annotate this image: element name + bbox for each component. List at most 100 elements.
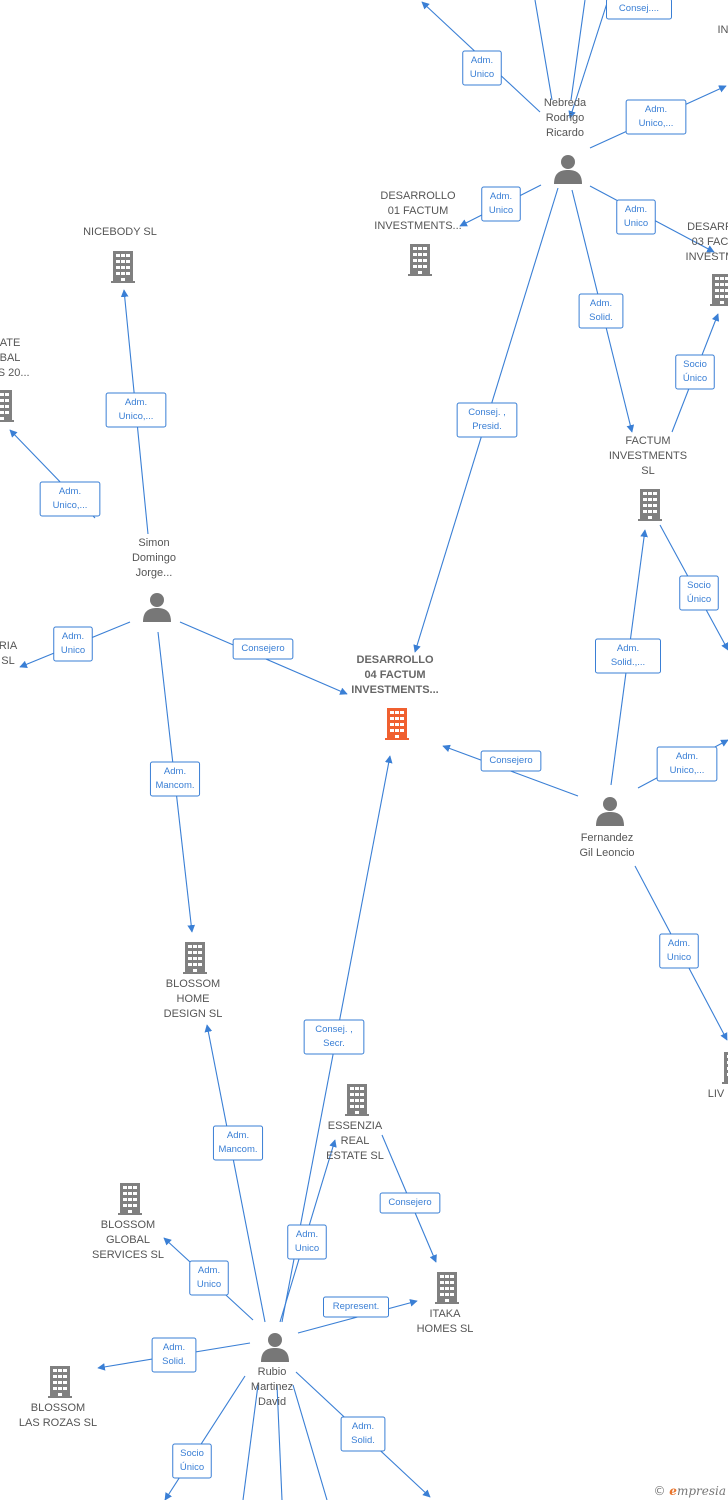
node-label[interactable]: LAS ROZAS SL (19, 1417, 97, 1429)
node-label[interactable]: ES 20... (0, 367, 30, 379)
relation-label-box[interactable] (616, 199, 656, 235)
person-icon[interactable] (554, 155, 582, 184)
relation-label-box[interactable] (578, 293, 624, 329)
relation-label[interactable]: Consejero (379, 1192, 441, 1214)
node-label[interactable]: HOME (177, 993, 210, 1005)
node-label[interactable]: Rubio (258, 1366, 287, 1378)
node-label[interactable]: ESTATE SL (326, 1150, 384, 1162)
relation-label-box[interactable] (659, 933, 699, 969)
relation-label-box[interactable] (480, 750, 542, 772)
node-label[interactable]: David (258, 1396, 286, 1408)
node-label[interactable]: BAL (0, 352, 20, 364)
node-label[interactable]: DESARROLLO (357, 654, 434, 666)
node-label[interactable]: Domingo (132, 552, 176, 564)
relation-label[interactable]: Consejero (480, 750, 542, 772)
node-label[interactable]: INVESTMENTS (609, 450, 687, 462)
building-icon[interactable] (710, 274, 728, 306)
node-label[interactable]: DESIGN SL (164, 1008, 223, 1020)
relation-label-box[interactable] (595, 638, 661, 674)
relation-label-box[interactable] (606, 0, 672, 20)
relation-label[interactable]: Adm.Unico,... (105, 392, 167, 428)
relation-label[interactable]: Adm.Unico (481, 186, 521, 222)
building-icon[interactable] (118, 1183, 142, 1215)
node-label[interactable]: 01 FACTUM (388, 205, 449, 217)
relation-label-box[interactable] (340, 1416, 386, 1452)
relation-label[interactable]: Adm.Unico (462, 50, 502, 86)
relation-label[interactable]: Consejero (232, 638, 294, 660)
relation-label-box[interactable] (212, 1125, 264, 1161)
relation-label-box[interactable] (151, 1337, 197, 1373)
relation-label-box[interactable] (105, 392, 167, 428)
node-label[interactable]: HOMES SL (417, 1323, 474, 1335)
relation-label-box[interactable] (303, 1019, 365, 1055)
relation-label[interactable]: Adm.Unico,... (625, 99, 687, 135)
relation-label-box[interactable] (481, 186, 521, 222)
node-label[interactable]: ESSENZIA (328, 1120, 383, 1132)
company-node[interactable]: ATEBALES 20... (0, 337, 30, 422)
relation-label-box[interactable] (456, 402, 518, 438)
relation-label-box[interactable] (189, 1260, 229, 1296)
node-label[interactable]: 03 FAC (692, 236, 728, 248)
relation-label-box[interactable] (232, 638, 294, 660)
node-label[interactable]: BLOSSOM (31, 1402, 85, 1414)
node-label[interactable]: INVESTM (686, 251, 728, 263)
relation-label[interactable]: Adm.Unico (287, 1224, 327, 1260)
relation-label-box[interactable] (625, 99, 687, 135)
node-label[interactable]: NICEBODY SL (83, 226, 157, 238)
node-label[interactable]: Fernandez (581, 832, 634, 844)
person-icon[interactable] (261, 1333, 289, 1362)
person-icon[interactable] (143, 593, 171, 622)
node-label[interactable]: BLOSSOM (101, 1219, 155, 1231)
relation-label-box[interactable] (323, 1296, 389, 1318)
relation-label-box[interactable] (462, 50, 502, 86)
node-label[interactable]: IN (718, 24, 728, 36)
person-icon[interactable] (596, 797, 624, 826)
relation-label-box[interactable] (656, 746, 718, 782)
relation-label[interactable]: Adm.Solid.,... (595, 638, 661, 674)
relation-label[interactable]: Adm.Unico,... (39, 481, 101, 517)
building-icon[interactable] (345, 1084, 369, 1116)
relation-label-box[interactable] (53, 626, 93, 662)
building-icon[interactable] (435, 1272, 459, 1304)
building-icon[interactable] (183, 942, 207, 974)
relation-label-box[interactable] (379, 1192, 441, 1214)
relation-label[interactable]: Adm.Solid. (578, 293, 624, 329)
node-label[interactable]: ITAKA (430, 1308, 462, 1320)
building-icon[interactable] (0, 390, 14, 422)
person-node[interactable]: SimonDomingoJorge... (132, 537, 176, 622)
relation-label[interactable]: Adm.Unico (659, 933, 699, 969)
relation-label[interactable]: Adm.Unico (53, 626, 93, 662)
relation-label[interactable]: Adm.Unico,... (656, 746, 718, 782)
company-node[interactable]: ESSENZIA REAL ESTATE SL (326, 1084, 384, 1162)
relation-label-box[interactable] (172, 1443, 212, 1479)
relation-label-box[interactable] (679, 575, 719, 611)
node-label[interactable]: GLOBAL (106, 1234, 150, 1246)
node-label[interactable]: Gil Leoncio (579, 847, 634, 859)
relation-label[interactable]: Adm.Unico (189, 1260, 229, 1296)
building-icon[interactable] (385, 708, 409, 740)
node-label[interactable]: REAL (341, 1135, 370, 1147)
node-label[interactable]: DESARROLLO (380, 190, 456, 202)
relation-label[interactable]: Adm.Mancom. (212, 1125, 264, 1161)
relation-label[interactable]: Adm.Unico (616, 199, 656, 235)
node-label[interactable]: Rodrigo (546, 112, 585, 124)
relation-label[interactable]: Consej. ,Presid. (456, 402, 518, 438)
node-label[interactable]: LIV (708, 1088, 725, 1100)
relation-label-box[interactable] (39, 481, 101, 517)
company-node[interactable]: IN (718, 0, 728, 36)
node-label[interactable]: Simon (138, 537, 169, 549)
company-node[interactable]: NICEBODY SL (83, 226, 157, 283)
relation-label[interactable]: Adm.Solid. (340, 1416, 386, 1452)
relation-label[interactable]: Consej.... (606, 0, 672, 20)
company-node[interactable]: DESARR03 FACINVESTM (686, 221, 728, 306)
